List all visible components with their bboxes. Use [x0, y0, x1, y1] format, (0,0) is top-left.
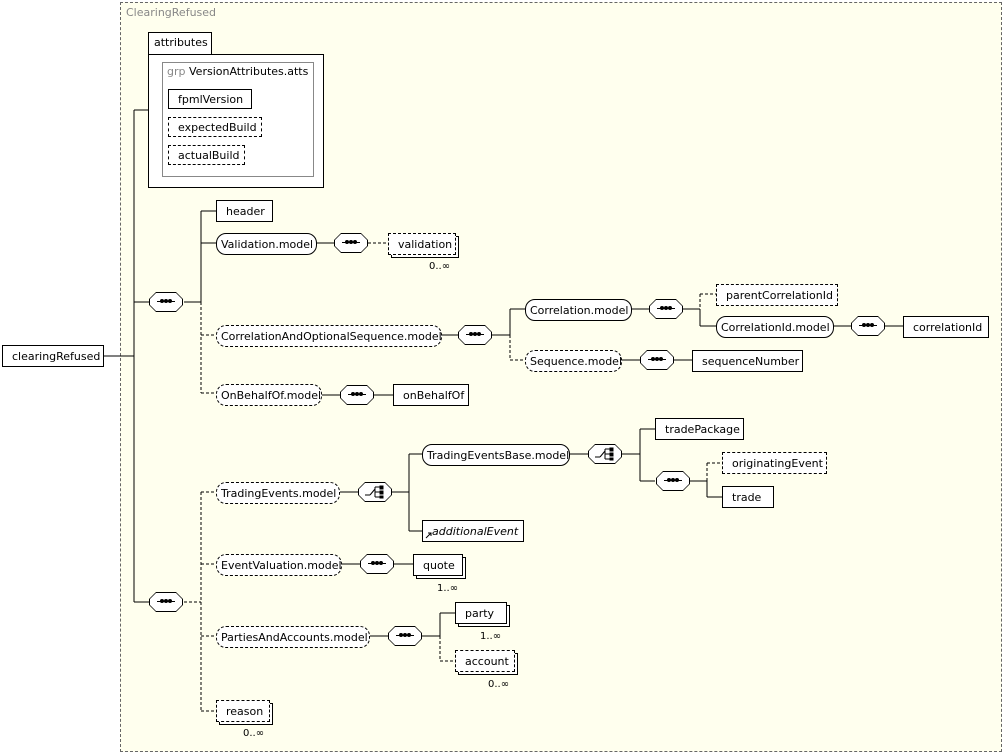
group-event-valuation-model[interactable]: EventValuation.model — [216, 554, 342, 576]
element-trade-package[interactable]: tradePackage — [655, 418, 744, 440]
choice-icon — [595, 447, 614, 461]
sequence-compositor-corr-opt-seq[interactable] — [458, 325, 492, 345]
element-correlation-id[interactable]: correlationId — [903, 316, 989, 338]
group-correlation-id-model[interactable]: CorrelationId.model — [716, 316, 834, 338]
sequence-compositor-correlation[interactable] — [649, 299, 683, 319]
attribute-group-label: grp VersionAttributes.atts — [167, 65, 309, 78]
attribute-expected-build[interactable]: expectedBuild — [168, 117, 262, 137]
group-validation-model[interactable]: Validation.model — [216, 233, 317, 255]
sequence-compositor-sequence[interactable] — [640, 350, 674, 370]
attributes-tab[interactable]: attributes — [148, 32, 212, 54]
choice-icon — [365, 485, 384, 499]
group-sequence-model[interactable]: Sequence.model — [525, 350, 622, 372]
element-originating-event[interactable]: originatingEvent — [722, 452, 827, 474]
group-parties-and-accounts-model[interactable]: PartiesAndAccounts.model — [216, 626, 370, 648]
element-header[interactable]: header — [216, 200, 273, 222]
reason-cardinality: 0..∞ — [243, 728, 265, 739]
validation-cardinality: 0..∞ — [429, 261, 451, 272]
sequence-compositor-validation[interactable] — [334, 233, 368, 253]
element-quote[interactable]: quote — [413, 554, 463, 576]
element-validation[interactable]: validation — [388, 233, 456, 255]
sequence-compositor-correlation-id[interactable] — [851, 316, 885, 336]
quote-cardinality: 1..∞ — [437, 583, 459, 594]
attribute-fpml-version[interactable]: fpmlVersion — [168, 89, 252, 109]
party-cardinality: 1..∞ — [480, 631, 502, 642]
sequence-compositor-2[interactable] — [149, 592, 183, 612]
choice-compositor-trading-events-base[interactable] — [588, 444, 622, 464]
choice-compositor-trading-events[interactable] — [358, 482, 392, 502]
group-trading-events-base-model[interactable]: TradingEventsBase.model — [422, 444, 570, 466]
group-on-behalf-of-model[interactable]: OnBehalfOf.model — [216, 384, 322, 406]
element-additional-event[interactable]: additionalEvent — [422, 520, 524, 542]
element-account[interactable]: account — [455, 650, 515, 672]
sequence-compositor-event-valuation[interactable] — [360, 554, 394, 574]
element-trade[interactable]: trade — [722, 486, 774, 508]
group-correlation-model[interactable]: Correlation.model — [525, 299, 632, 321]
group-correlation-and-optional-sequence-model[interactable]: CorrelationAndOptionalSequence.model — [216, 325, 442, 347]
root-element-clearing-refused[interactable]: clearingRefused — [2, 345, 104, 367]
sequence-compositor-originating-trade[interactable] — [656, 471, 690, 491]
element-party[interactable]: party — [455, 602, 507, 624]
element-parent-correlation-id[interactable]: parentCorrelationId — [716, 284, 838, 306]
attribute-actual-build[interactable]: actualBuild — [168, 145, 245, 165]
reference-arrow-icon — [425, 532, 432, 539]
sequence-compositor-on-behalf-of[interactable] — [340, 385, 374, 405]
sequence-compositor-1[interactable] — [149, 292, 183, 312]
group-trading-events-model[interactable]: TradingEvents.model — [216, 482, 340, 504]
account-cardinality: 0..∞ — [488, 679, 510, 690]
container-title: ClearingRefused — [126, 6, 217, 19]
element-sequence-number[interactable]: sequenceNumber — [692, 350, 803, 372]
element-reason[interactable]: reason — [216, 700, 270, 722]
element-on-behalf-of[interactable]: onBehalfOf — [393, 384, 469, 406]
sequence-compositor-parties-accounts[interactable] — [388, 626, 422, 646]
